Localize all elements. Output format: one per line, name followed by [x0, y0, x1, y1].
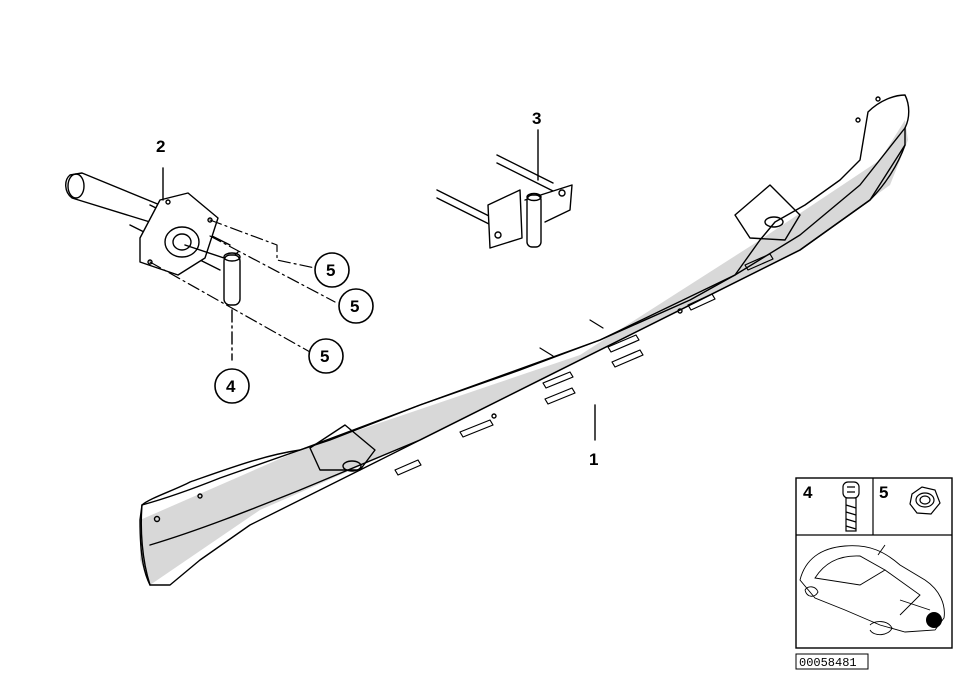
- bracket-with-shaft: [65, 167, 241, 361]
- callout-part-1: 1: [589, 450, 598, 469]
- circled-callout-5c: 5: [308, 338, 344, 374]
- legend-panel: 4 5: [795, 477, 953, 649]
- car-location-icon: [799, 544, 945, 636]
- bolt-icon: [842, 481, 860, 532]
- circled-callout-5b: 5: [338, 288, 374, 324]
- circled-callout-4: 4: [214, 368, 250, 404]
- callout-part-2: 2: [156, 137, 165, 156]
- reference-number-box: 00058481: [795, 653, 869, 670]
- svg-text:5: 5: [320, 347, 329, 366]
- callout-part-3: 3: [532, 109, 541, 128]
- hex-nut-icon: [909, 486, 941, 515]
- reference-number: 00058481: [799, 656, 857, 670]
- legend-label-5: 5: [879, 483, 888, 502]
- mounting-bracket: [436, 129, 573, 249]
- legend-label-4: 4: [803, 483, 813, 502]
- svg-text:5: 5: [350, 297, 359, 316]
- svg-text:4: 4: [226, 377, 236, 396]
- location-marker: [926, 612, 942, 628]
- bumper-carrier: [139, 94, 910, 586]
- circled-callout-5a: 5: [314, 252, 350, 288]
- svg-text:5: 5: [326, 261, 335, 280]
